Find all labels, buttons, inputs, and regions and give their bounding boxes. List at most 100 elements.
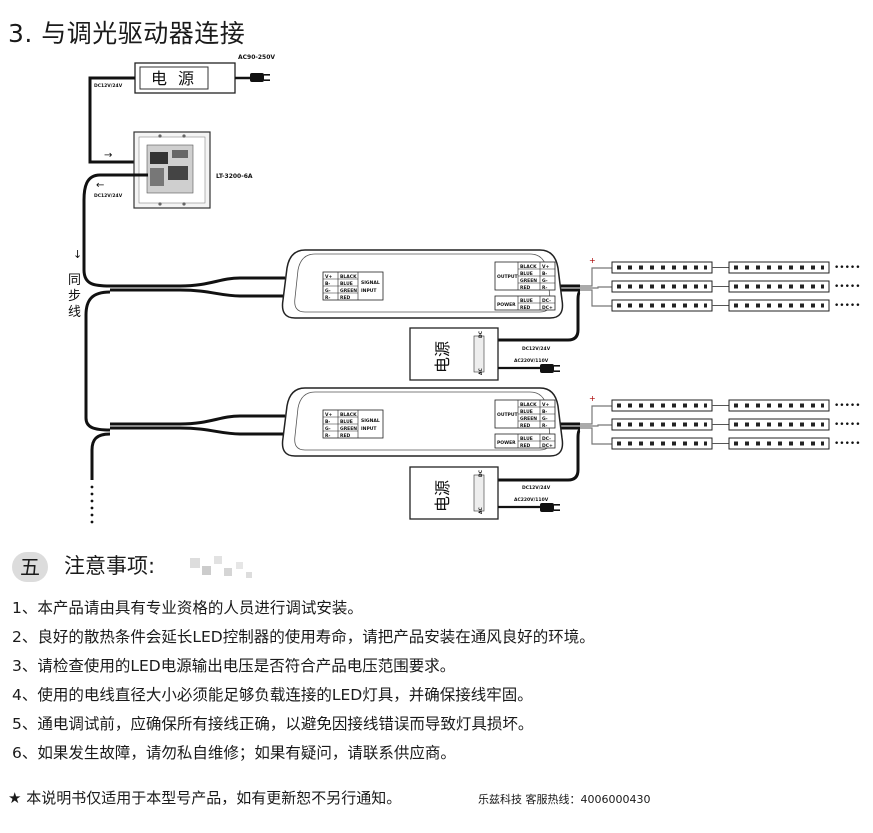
sync-label-2: 步 <box>68 289 81 304</box>
svg-text:R-: R- <box>325 433 330 439</box>
plug-icon <box>540 503 560 512</box>
svg-text:BLACK: BLACK <box>520 402 537 408</box>
dimming-controller <box>133 131 211 209</box>
svg-text:RED: RED <box>520 443 531 449</box>
svg-text:GREEN: GREEN <box>520 416 537 422</box>
svg-text:R-: R- <box>325 295 330 301</box>
svg-text:RED: RED <box>340 295 351 301</box>
svg-text:B-: B- <box>325 281 330 287</box>
svg-text:B-: B- <box>542 271 547 277</box>
svg-text:DC12V/24V: DC12V/24V <box>522 485 551 491</box>
svg-text:GREEN: GREEN <box>340 426 357 432</box>
svg-text:BLUE: BLUE <box>340 419 353 425</box>
section-number: 五 <box>12 552 48 582</box>
svg-text:R-: R- <box>542 285 547 291</box>
led-strip-row <box>612 419 829 430</box>
notes-list: 1、本产品请由具有专业资格的人员进行调试安装。 2、良好的散热条件会延长LED控… <box>12 594 595 768</box>
svg-text:OUTPUT: OUTPUT <box>497 274 519 280</box>
list-item: 3、请检查使用的LED电源输出电压是否符合产品电压范围要求。 <box>12 657 456 675</box>
svg-text:BLUE: BLUE <box>520 298 533 304</box>
svg-text:POWER: POWER <box>497 302 516 308</box>
svg-text:DC+: DC+ <box>542 443 553 449</box>
svg-text:电源: 电源 <box>433 341 452 373</box>
list-item: 2、良好的散热条件会延长LED控制器的使用寿命，请把产品安装在通风良好的环境。 <box>12 628 595 646</box>
svg-text:•••••: ••••• <box>834 401 861 411</box>
svg-text:RED: RED <box>520 423 531 429</box>
wiring-diagram: 电 源 AC90-250V DC12V/24V → LT-3200-6A ← D… <box>68 54 861 524</box>
arrow-down-icon: ↓ <box>73 248 82 261</box>
dc-label-bottom: DC12V/24V <box>94 193 123 199</box>
svg-text:电源: 电源 <box>433 480 452 512</box>
svg-text:BLACK: BLACK <box>340 274 357 280</box>
svg-text:V+: V+ <box>542 402 549 408</box>
svg-text:+: + <box>589 394 596 403</box>
led-strip-row <box>612 300 829 311</box>
dimming-driver-1: V+ B- G- R- BLACK BLUE GREEN RED SIGNAL … <box>108 248 582 320</box>
list-item: 1、本产品请由具有专业资格的人员进行调试安装。 <box>12 599 363 617</box>
dc-label-top: DC12V/24V <box>94 83 123 89</box>
ac-top-label: AC90-250V <box>238 54 275 61</box>
svg-text:B-: B- <box>542 409 547 415</box>
led-strip-row <box>612 438 829 449</box>
svg-text:POWER: POWER <box>497 440 516 446</box>
svg-text:G-: G- <box>542 416 548 422</box>
svg-text:DC-: DC- <box>542 436 551 442</box>
footer-notice: ★ 本说明书仅适用于本型号产品，如有更新恕不另行通知。 <box>8 789 402 807</box>
svg-text:G-: G- <box>325 426 331 432</box>
svg-text:BLUE: BLUE <box>520 436 533 442</box>
svg-text:OUTPUT: OUTPUT <box>497 412 519 418</box>
svg-text:AC220V/110V: AC220V/110V <box>514 497 549 503</box>
svg-text:V+: V+ <box>542 264 549 270</box>
svg-text:•••••: ••••• <box>834 301 861 311</box>
svg-text:AC: AC <box>478 507 484 514</box>
svg-text:•••••: ••••• <box>834 439 861 449</box>
svg-text:G-: G- <box>325 288 331 294</box>
led-strip-row <box>612 262 829 273</box>
svg-text:GREEN: GREEN <box>520 278 537 284</box>
arrow-right-icon: → <box>104 150 112 161</box>
svg-text:AC: AC <box>478 368 484 375</box>
decorative-squares <box>190 556 252 578</box>
svg-text:BLACK: BLACK <box>340 412 357 418</box>
svg-text:•••••: ••••• <box>834 420 861 430</box>
sync-label-3: 线 <box>68 305 81 320</box>
page-title: 3. 与调光驱动器连接 <box>8 19 246 48</box>
section-title: 注意事项: <box>64 554 156 578</box>
svg-text:BLACK: BLACK <box>520 264 537 270</box>
svg-text:V+: V+ <box>325 274 332 280</box>
svg-text:SIGNAL: SIGNAL <box>361 418 380 424</box>
svg-text:GREEN: GREEN <box>340 288 357 294</box>
svg-text:SIGNAL: SIGNAL <box>361 280 380 286</box>
svg-text:•••••: ••••• <box>834 282 861 292</box>
svg-text:DC: DC <box>478 469 484 477</box>
list-item: 6、如果发生故障，请勿私自维修；如果有疑问，请联系供应商。 <box>12 744 456 762</box>
list-item: 5、通电调试前，应确保所有接线正确，以避免因接线错误而导致灯具损坏。 <box>12 715 534 733</box>
svg-text:•••••: ••••• <box>834 263 861 273</box>
svg-text:AC220V/110V: AC220V/110V <box>514 358 549 364</box>
svg-text:V+: V+ <box>325 412 332 418</box>
continuation-dots <box>90 485 94 524</box>
svg-text:BLUE: BLUE <box>340 281 353 287</box>
svg-text:BLUE: BLUE <box>520 271 533 277</box>
led-strip-row <box>612 281 829 292</box>
svg-text:DC-: DC- <box>542 298 551 304</box>
section-header: 五 注意事项: <box>12 550 272 584</box>
svg-text:DC+: DC+ <box>542 305 553 311</box>
sync-label-1: 同 <box>68 273 81 288</box>
power-supply-2 <box>409 466 499 520</box>
plug-icon <box>540 364 560 373</box>
svg-text:RED: RED <box>340 433 351 439</box>
power-supply-1 <box>409 327 499 381</box>
svg-text:R-: R- <box>542 423 547 429</box>
footer-hotline: 乐兹科技 客服热线：4006000430 <box>478 793 651 806</box>
svg-text:INPUT: INPUT <box>361 288 377 294</box>
arrow-left-icon: ← <box>96 180 104 191</box>
svg-text:BLUE: BLUE <box>520 409 533 415</box>
svg-text:RED: RED <box>520 305 531 311</box>
list-item: 4、使用的电线直径大小必须能足够负载连接的LED灯具，并确保接线牢固。 <box>12 686 533 704</box>
svg-text:B-: B- <box>325 419 330 425</box>
led-strip-row <box>612 400 829 411</box>
svg-text:G-: G- <box>542 278 548 284</box>
svg-text:DC: DC <box>478 330 484 338</box>
dimming-driver-2: V+ B- G- R- BLACK BLUE GREEN RED SIGNAL … <box>108 386 582 458</box>
